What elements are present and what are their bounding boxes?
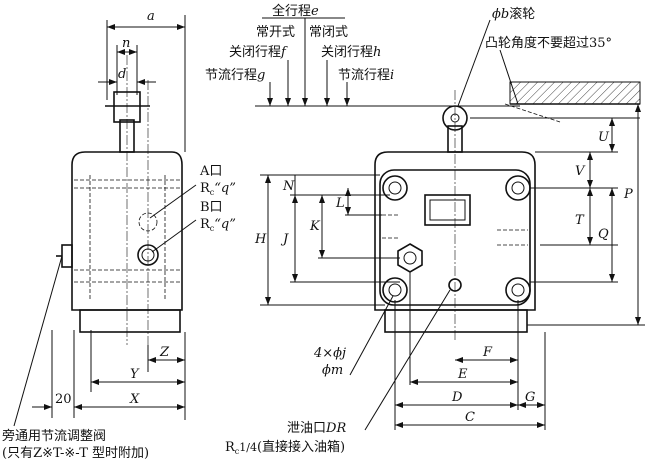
dim-x: X <box>129 392 140 407</box>
dim-20: 20 <box>55 392 72 407</box>
dim-t: T <box>575 213 585 228</box>
roller-label: ϕb滚轮 <box>492 6 535 22</box>
dim-d: d <box>118 67 126 82</box>
b-port-thread: Rc“q” <box>200 217 236 233</box>
a-port-thread: Rc“q” <box>200 181 236 197</box>
dim-u: U <box>598 130 610 145</box>
dim-c: C <box>465 410 475 425</box>
dim-n-front: N <box>282 179 295 194</box>
cam-angle-note: 凸轮角度不要超过35° <box>485 35 612 51</box>
dim-f: F <box>482 345 493 360</box>
full-stroke-label: 全行程e <box>272 3 319 19</box>
drain-port-label: 泄油口DR <box>287 421 346 436</box>
dim-d-front: D <box>451 390 463 405</box>
close-stroke-h-label: 关闭行程h <box>321 45 381 60</box>
a-port-label: A口 <box>199 164 222 179</box>
b-port-label: B口 <box>200 200 223 215</box>
dim-l: L <box>335 196 345 211</box>
normally-open-label: 常开式 <box>256 25 295 40</box>
dim-y: Y <box>130 367 140 382</box>
stroke-indicators <box>255 17 520 107</box>
normally-closed-label: 常闭式 <box>309 25 348 40</box>
dim-p: P <box>623 187 633 202</box>
dim-v: V <box>575 164 586 179</box>
throttle-stroke-g-label: 节流行程g <box>205 68 265 83</box>
dim-k: K <box>309 219 321 234</box>
bypass-valve-note: (只有Z※T-※-T 型时附加) <box>2 446 149 461</box>
counterbore-label: ϕm <box>322 363 343 378</box>
dim-h: H <box>254 232 267 247</box>
throttle-stroke-i-label: 节流行程i <box>338 68 394 83</box>
dim-q: Q <box>598 227 609 242</box>
drain-port-thread: Rc1/4(直接接入油箱) <box>225 439 345 456</box>
close-stroke-f-label: 关闭行程f <box>229 45 288 60</box>
dim-n: n <box>122 36 130 51</box>
dim-z: Z <box>159 345 170 360</box>
dim-g: G <box>525 390 535 405</box>
dim-j: J <box>280 232 289 247</box>
side-view <box>13 15 197 427</box>
mounting-holes-label: 4×ϕj <box>313 346 346 361</box>
dim-e: E <box>457 367 468 382</box>
front-view <box>260 19 645 431</box>
dim-a: a <box>147 9 155 24</box>
bypass-valve-label: 旁通用节流调整阀 <box>2 428 106 444</box>
